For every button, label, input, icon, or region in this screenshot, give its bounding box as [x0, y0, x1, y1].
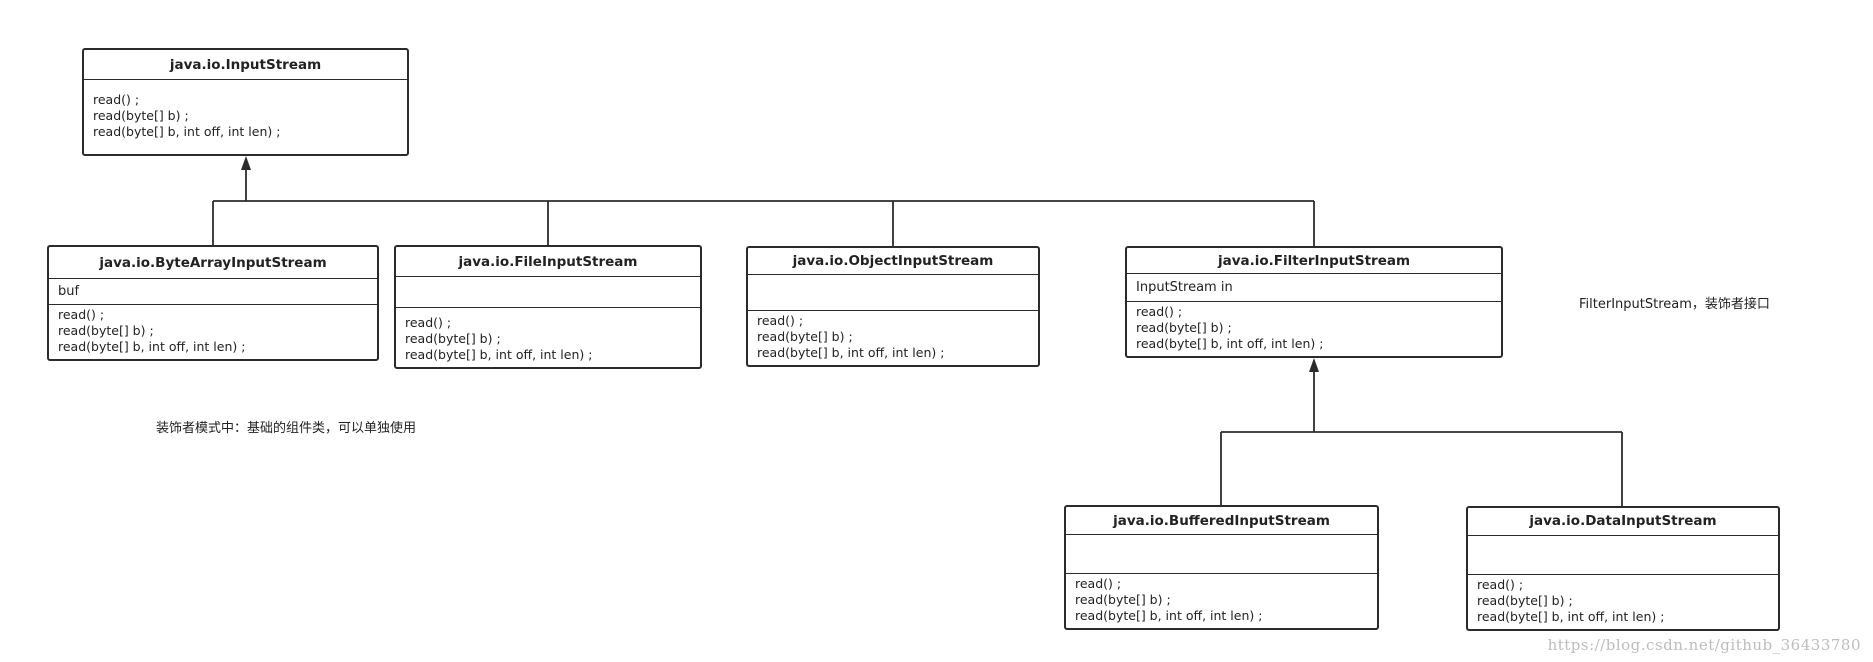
class-object-input-stream[interactable]: java.io.ObjectInputStream read() ; read(… — [746, 246, 1040, 367]
method: read(byte[] b) ; — [405, 331, 501, 346]
method: read(byte[] b, int off, int len) ; — [1136, 336, 1324, 351]
class-data-input-stream[interactable]: java.io.DataInputStream read() ; read(by… — [1466, 506, 1780, 631]
attribute-list — [748, 275, 1038, 311]
method-list: read() ; read(byte[] b) ; read(byte[] b,… — [49, 305, 377, 359]
class-name: java.io.InputStream — [84, 50, 407, 80]
method-list: read() ; read(byte[] b) ; read(byte[] b,… — [748, 311, 1038, 365]
method: read(byte[] b) ; — [93, 108, 189, 123]
class-filter-input-stream[interactable]: java.io.FilterInputStream InputStream in… — [1125, 246, 1503, 358]
method: read() ; — [58, 307, 105, 322]
class-name: java.io.ByteArrayInputStream — [49, 247, 377, 280]
method: read(byte[] b) ; — [1136, 320, 1232, 335]
class-name: java.io.ObjectInputStream — [748, 248, 1038, 275]
method: read(byte[] b) ; — [1477, 593, 1573, 608]
method-list: read() ; read(byte[] b) ; read(byte[] b,… — [1127, 302, 1501, 356]
method: read(byte[] b, int off, int len) ; — [1477, 609, 1665, 624]
decorator-note: FilterInputStream，装饰者接口 — [1579, 297, 1770, 312]
method: read(byte[] b, int off, int len) ; — [58, 339, 246, 354]
method: read() ; — [1136, 304, 1183, 319]
arrowhead-filterinputstream — [1309, 358, 1319, 372]
method: read(byte[] b, int off, int len) ; — [1075, 608, 1263, 623]
class-buffered-input-stream[interactable]: java.io.BufferedInputStream read() ; rea… — [1064, 505, 1379, 630]
component-note: 装饰者模式中：基础的组件类，可以单独使用 — [156, 421, 417, 436]
method: read() ; — [757, 313, 804, 328]
method-list: read() ; read(byte[] b) ; read(byte[] b,… — [84, 80, 407, 154]
method: read(byte[] b) ; — [1075, 592, 1171, 607]
attribute-list — [1468, 536, 1778, 575]
watermark: https://blog.csdn.net/github_36433780 — [1547, 636, 1861, 654]
class-name: java.io.BufferedInputStream — [1066, 507, 1377, 536]
method: read() ; — [1477, 577, 1524, 592]
method: read() ; — [1075, 576, 1122, 591]
attribute-list — [1066, 535, 1377, 574]
arrowhead-inputstream — [241, 156, 251, 170]
class-name: java.io.FileInputStream — [396, 247, 700, 277]
class-input-stream[interactable]: java.io.InputStream read() ; read(byte[]… — [82, 48, 409, 156]
attribute-list: InputStream in — [1127, 274, 1501, 302]
class-name: java.io.FilterInputStream — [1127, 248, 1501, 275]
class-byte-array-input-stream[interactable]: java.io.ByteArrayInputStream buf read() … — [47, 245, 379, 361]
method: read() ; — [405, 315, 452, 330]
attribute-list: buf — [49, 279, 377, 305]
method-list: read() ; read(byte[] b) ; read(byte[] b,… — [1468, 575, 1778, 629]
class-file-input-stream[interactable]: java.io.FileInputStream read() ; read(by… — [394, 245, 702, 369]
method: read() ; — [93, 92, 140, 107]
method: read(byte[] b, int off, int len) ; — [93, 124, 281, 139]
method: read(byte[] b, int off, int len) ; — [405, 347, 593, 362]
method: read(byte[] b) ; — [58, 323, 154, 338]
method: read(byte[] b, int off, int len) ; — [757, 345, 945, 360]
method-list: read() ; read(byte[] b) ; read(byte[] b,… — [396, 308, 700, 367]
method-list: read() ; read(byte[] b) ; read(byte[] b,… — [1066, 574, 1377, 628]
class-name: java.io.DataInputStream — [1468, 508, 1778, 536]
method: read(byte[] b) ; — [757, 329, 853, 344]
attribute-list — [396, 277, 700, 308]
